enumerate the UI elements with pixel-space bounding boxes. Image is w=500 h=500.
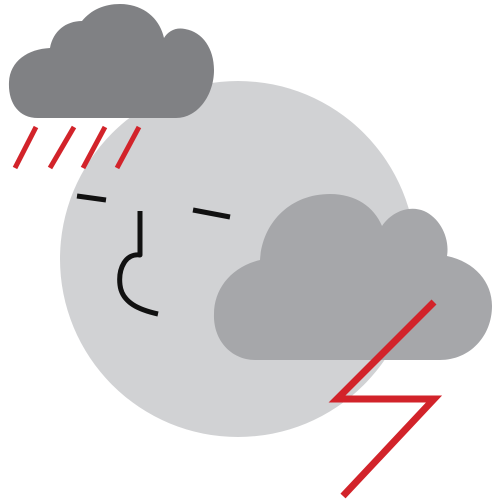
rain-streak [47,125,77,170]
rain-streak [12,125,39,170]
lightning-bolt-icon [328,299,443,499]
rain-cloud-icon [8,4,214,118]
lightning-bolt-line [328,299,443,499]
right-eye [192,207,231,220]
left-eye [76,193,107,203]
rain-streak [114,125,142,170]
storm-cloud-shape [213,194,492,360]
rain-cloud-shape [8,4,214,118]
rain-streak [80,125,108,170]
rain-streaks-icon [12,125,142,170]
storm-cloud-icon [213,194,492,360]
nose-line [117,211,159,317]
